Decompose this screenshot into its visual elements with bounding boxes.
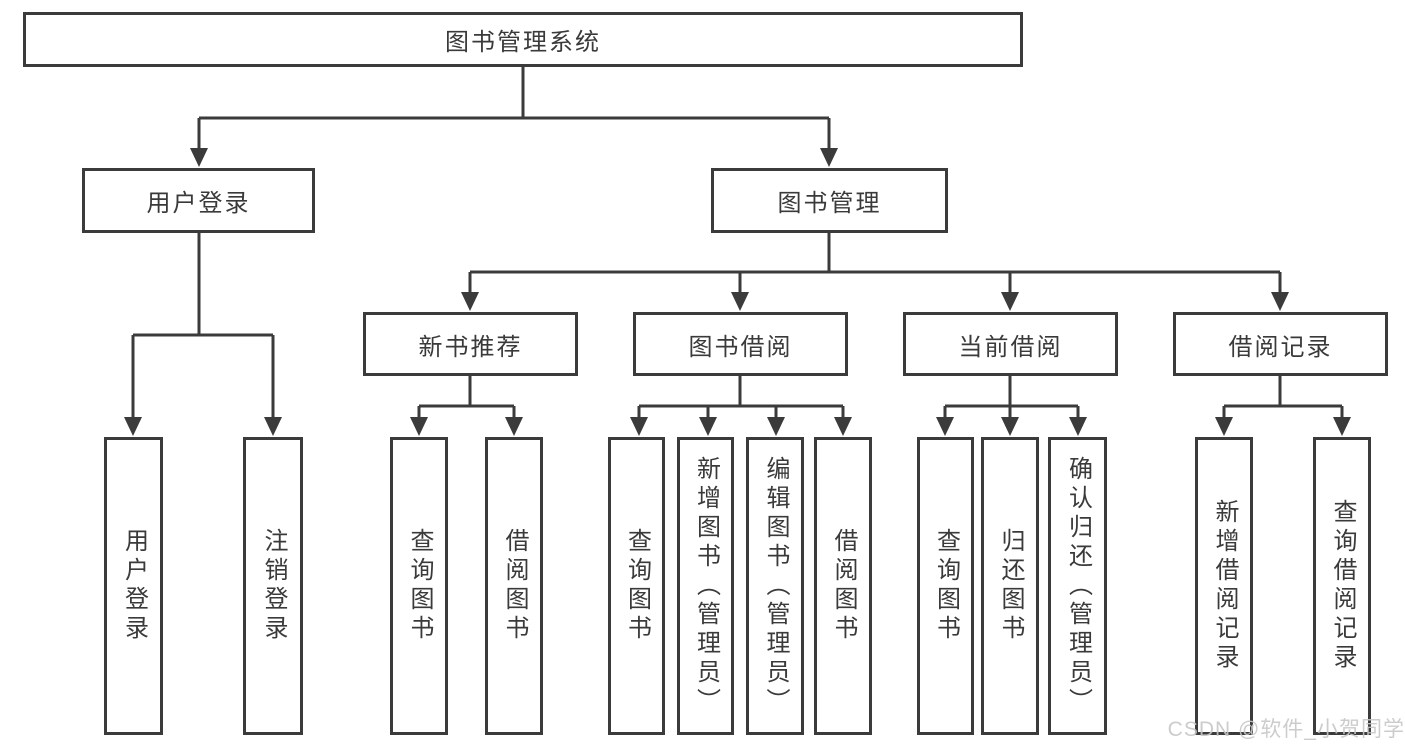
node-user-login: 用户登录 — [82, 168, 315, 233]
leaf-borrowing-query-book: 查询图书 — [608, 437, 665, 735]
node-current-borrowing: 当前借阅 — [903, 312, 1118, 376]
leaf-records-add-borrow-record: 新增借阅记录 — [1195, 437, 1253, 735]
leaf-user-login: 用户登录 — [104, 437, 163, 735]
leaf-current-confirm-return-admin: 确认归还（管理员） — [1048, 437, 1107, 735]
leaf-logout: 注销登录 — [243, 437, 303, 735]
node-root-library-management-system: 图书管理系统 — [23, 12, 1023, 67]
leaf-borrowing-add-book-admin: 新增图书（管理员） — [677, 437, 734, 735]
leaf-recommend-borrow-book: 借阅图书 — [485, 437, 543, 735]
leaf-recommend-query-book: 查询图书 — [390, 437, 448, 735]
node-book-management: 图书管理 — [711, 168, 948, 233]
node-new-book-recommendation: 新书推荐 — [363, 312, 578, 376]
csdn-watermark: CSDN @软件_小贺同学 — [1167, 718, 1405, 741]
leaf-borrowing-borrow-book: 借阅图书 — [814, 437, 872, 735]
leaf-current-query-book: 查询图书 — [917, 437, 974, 735]
leaf-borrowing-edit-book-admin: 编辑图书（管理员） — [746, 437, 804, 735]
node-borrowing-records: 借阅记录 — [1173, 312, 1388, 376]
leaf-records-query-borrow-record: 查询借阅记录 — [1313, 437, 1371, 735]
node-book-borrowing: 图书借阅 — [633, 312, 848, 376]
leaf-current-return-book: 归还图书 — [981, 437, 1039, 735]
